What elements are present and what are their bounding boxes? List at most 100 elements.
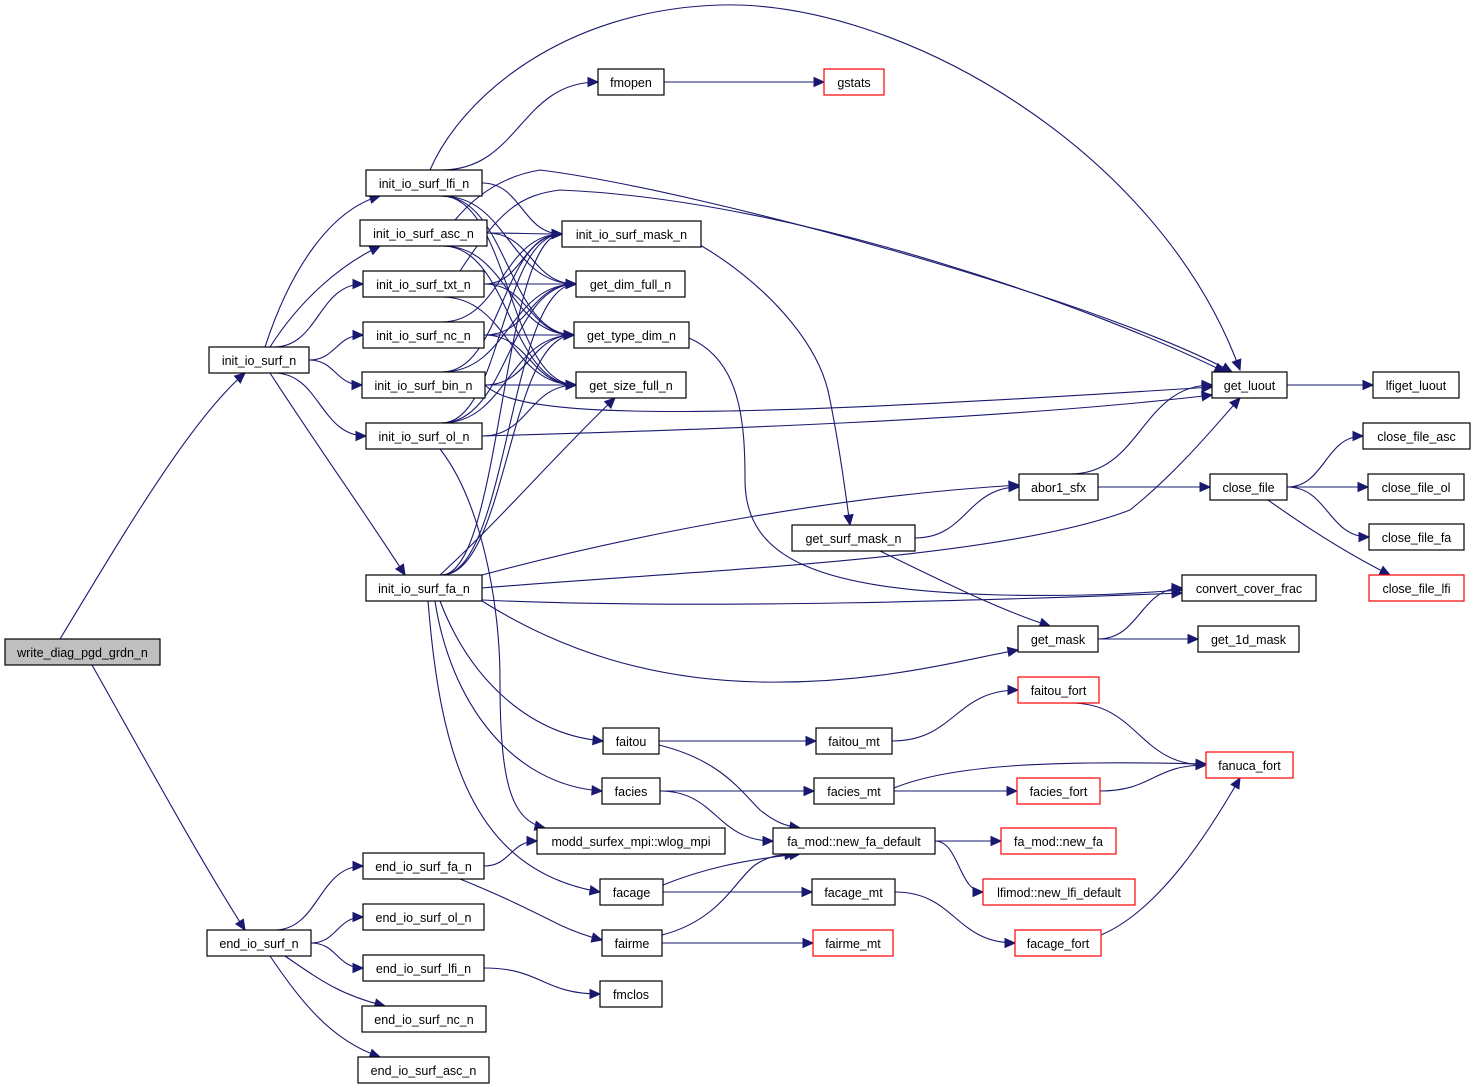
node-facies[interactable]: facies — [601, 777, 661, 805]
node-init-io-surf-txt-n[interactable]: init_io_surf_txt_n — [362, 270, 485, 298]
node-box[interactable] — [1014, 929, 1102, 957]
node-box[interactable] — [772, 827, 936, 855]
node-get-size-full-n[interactable]: get_size_full_n — [575, 371, 687, 399]
node-close-file-ol[interactable]: close_file_ol — [1367, 473, 1465, 501]
node-box[interactable] — [1362, 422, 1471, 450]
node-box[interactable] — [361, 371, 486, 399]
node-init-io-surf-lfi-n[interactable]: init_io_surf_lfi_n — [365, 169, 483, 197]
node-facage-mt[interactable]: facage_mt — [811, 878, 896, 906]
node-box[interactable] — [599, 980, 663, 1008]
node-box[interactable] — [208, 346, 310, 374]
node-box[interactable] — [362, 852, 485, 880]
node-box[interactable] — [599, 878, 664, 906]
node-box[interactable] — [206, 929, 312, 957]
node-end-io-surf-fa-n[interactable]: end_io_surf_fa_n — [362, 852, 485, 880]
node-faitou-mt[interactable]: faitou_mt — [815, 727, 893, 755]
node-box[interactable] — [573, 321, 690, 349]
node-init-io-surf-mask-n[interactable]: init_io_surf_mask_n — [561, 220, 702, 248]
node-box[interactable] — [823, 68, 885, 96]
node-facage[interactable]: facage — [599, 878, 664, 906]
node-lfiget-luout[interactable]: lfiget_luout — [1372, 371, 1460, 399]
node-faitou[interactable]: faitou — [602, 727, 660, 755]
node-get-luout[interactable]: get_luout — [1211, 371, 1288, 399]
node-abor1-sfx[interactable]: abor1_sfx — [1018, 473, 1099, 501]
node-init-io-surf-asc-n[interactable]: init_io_surf_asc_n — [359, 219, 488, 247]
node-get-surf-mask-n[interactable]: get_surf_mask_n — [791, 524, 916, 552]
node-init-io-surf-fa-n[interactable]: init_io_surf_fa_n — [365, 574, 483, 602]
node-fairme-mt[interactable]: fairme_mt — [812, 929, 894, 957]
node-box[interactable] — [597, 68, 665, 96]
node-box[interactable] — [601, 777, 661, 805]
node-init-io-surf-bin-n[interactable]: init_io_surf_bin_n — [361, 371, 486, 399]
node-box[interactable] — [1016, 777, 1101, 805]
node-box[interactable] — [1181, 574, 1317, 602]
node-box[interactable] — [791, 524, 916, 552]
node-box[interactable] — [575, 270, 686, 298]
node-box[interactable] — [362, 903, 485, 931]
node-facies-mt[interactable]: facies_mt — [813, 777, 895, 805]
node-box[interactable] — [601, 929, 663, 957]
node-box[interactable] — [561, 220, 702, 248]
node-box[interactable] — [536, 827, 726, 855]
node-init-io-surf-n[interactable]: init_io_surf_n — [208, 346, 310, 374]
node-box[interactable] — [1211, 371, 1288, 399]
node-box[interactable] — [362, 321, 485, 349]
node-box[interactable] — [1017, 676, 1100, 704]
node-fanuca-fort[interactable]: fanuca_fort — [1205, 751, 1294, 779]
node-fmopen[interactable]: fmopen — [597, 68, 665, 96]
node-faitou-fort[interactable]: faitou_fort — [1017, 676, 1100, 704]
node-box[interactable] — [815, 727, 893, 755]
node-init-io-surf-nc-n[interactable]: init_io_surf_nc_n — [362, 321, 485, 349]
node-fmclos[interactable]: fmclos — [599, 980, 663, 1008]
node-box[interactable] — [812, 929, 894, 957]
node-new-fa-default[interactable]: fa_mod::new_fa_default — [772, 827, 936, 855]
node-end-io-surf-nc-n[interactable]: end_io_surf_nc_n — [361, 1005, 487, 1033]
node-box[interactable] — [1367, 473, 1465, 501]
node-end-io-surf-lfi-n[interactable]: end_io_surf_lfi_n — [362, 954, 485, 982]
node-get-1d-mask[interactable]: get_1d_mask — [1197, 625, 1300, 653]
node-new-fa[interactable]: fa_mod::new_fa — [1000, 827, 1117, 855]
node-init-io-surf-ol-n[interactable]: init_io_surf_ol_n — [365, 422, 483, 450]
node-box[interactable] — [813, 777, 895, 805]
node-box[interactable] — [1197, 625, 1300, 653]
node-fairme[interactable]: fairme — [601, 929, 663, 957]
node-box[interactable] — [1018, 473, 1099, 501]
node-end-io-surf-n[interactable]: end_io_surf_n — [206, 929, 312, 957]
node-gstats[interactable]: gstats — [823, 68, 885, 96]
node-convert-cover-frac[interactable]: convert_cover_frac — [1181, 574, 1317, 602]
node-box[interactable] — [1017, 625, 1099, 653]
node-new-lfi-default[interactable]: lfimod::new_lfi_default — [982, 878, 1136, 906]
node-box[interactable] — [359, 219, 488, 247]
node-box[interactable] — [982, 878, 1136, 906]
node-box[interactable] — [365, 574, 483, 602]
node-close-file-asc[interactable]: close_file_asc — [1362, 422, 1471, 450]
node-box[interactable] — [365, 169, 483, 197]
node-box[interactable] — [362, 954, 485, 982]
node-facies-fort[interactable]: facies_fort — [1016, 777, 1101, 805]
node-box[interactable] — [362, 270, 485, 298]
node-end-io-surf-asc-n[interactable]: end_io_surf_asc_n — [357, 1056, 490, 1084]
node-close-file-lfi[interactable]: close_file_lfi — [1368, 574, 1465, 602]
node-close-file-fa[interactable]: close_file_fa — [1368, 523, 1465, 551]
node-write-diag-pgd-grdn-n[interactable]: write_diag_pgd_grdn_n — [4, 638, 161, 666]
node-box[interactable] — [361, 1005, 487, 1033]
node-box[interactable] — [575, 371, 687, 399]
node-box[interactable] — [602, 727, 660, 755]
node-box[interactable] — [811, 878, 896, 906]
node-box[interactable] — [1000, 827, 1117, 855]
node-get-dim-full-n[interactable]: get_dim_full_n — [575, 270, 686, 298]
node-get-mask[interactable]: get_mask — [1017, 625, 1099, 653]
node-box[interactable] — [4, 638, 161, 666]
node-close-file[interactable]: close_file — [1209, 473, 1288, 501]
node-box[interactable] — [357, 1056, 490, 1084]
node-box[interactable] — [1368, 574, 1465, 602]
node-wlog-mpi[interactable]: modd_surfex_mpi::wlog_mpi — [536, 827, 726, 855]
node-box[interactable] — [1368, 523, 1465, 551]
node-box[interactable] — [1205, 751, 1294, 779]
node-box[interactable] — [1372, 371, 1460, 399]
node-get-type-dim-n[interactable]: get_type_dim_n — [573, 321, 690, 349]
node-box[interactable] — [365, 422, 483, 450]
node-facage-fort[interactable]: facage_fort — [1014, 929, 1102, 957]
node-box[interactable] — [1209, 473, 1288, 501]
node-end-io-surf-ol-n[interactable]: end_io_surf_ol_n — [362, 903, 485, 931]
